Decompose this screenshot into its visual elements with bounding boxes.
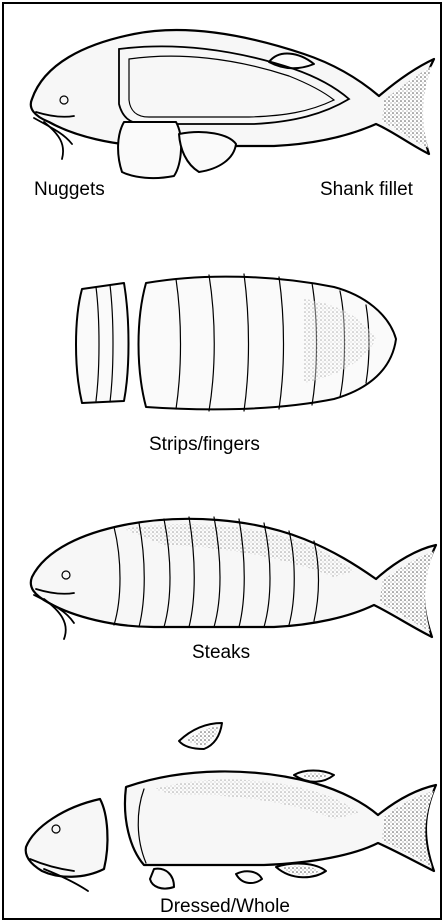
panel-dressed-whole: Dressed/Whole <box>4 719 440 920</box>
strips-fingers-label: Strips/fingers <box>149 435 260 454</box>
nuggets-label: Nuggets <box>34 180 105 199</box>
panel-strips: Strips/fingers <box>4 259 440 469</box>
panel-fillet-cuts: Nuggets Shank fillet <box>4 4 440 219</box>
steaks-label: Steaks <box>192 643 250 662</box>
dressed-whole-drawing <box>4 719 440 894</box>
steaks-drawing <box>4 499 440 649</box>
panel-steaks: Steaks <box>4 499 440 699</box>
strips-drawing <box>4 259 440 429</box>
shank-fillet-label: Shank fillet <box>320 180 413 199</box>
dressed-whole-label: Dressed/Whole <box>160 897 290 916</box>
